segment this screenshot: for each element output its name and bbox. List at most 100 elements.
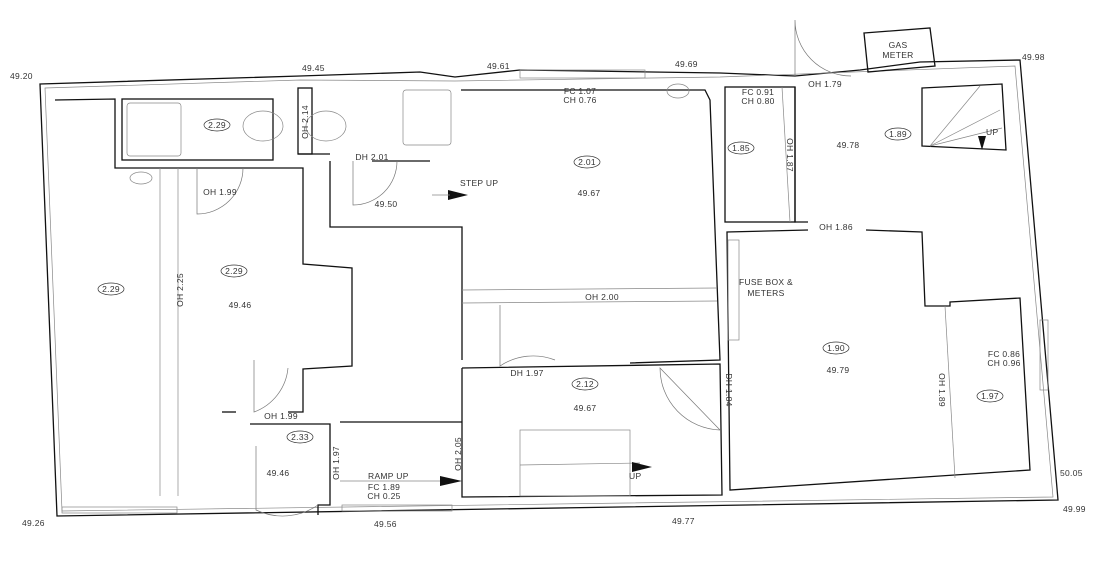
ceiling-height-tag: 2.01 <box>573 155 601 169</box>
window-note: FC 0.86 <box>988 349 1020 359</box>
overhead-beam <box>461 300 718 304</box>
door-swing <box>499 305 556 367</box>
ceiling-height-tag: 2.33 <box>286 430 314 444</box>
ceiling-height-tag: 2.29 <box>203 118 231 132</box>
elevation: 49.26 <box>22 518 45 528</box>
opening-height: OH 2.05 <box>453 437 463 471</box>
opening-height: OH 2.14 <box>300 105 310 139</box>
door-swing <box>255 446 319 517</box>
room-2-33 <box>250 423 331 515</box>
floor-level: 49.78 <box>837 140 860 150</box>
ramp-arrow-icon <box>440 476 462 486</box>
opening-height: OH 1.99 <box>203 187 237 197</box>
window-note: CH 0.25 <box>367 491 400 501</box>
window <box>1039 319 1049 391</box>
svg-text:1.85: 1.85 <box>732 143 750 153</box>
window <box>341 504 453 512</box>
ceiling-height-tag: 1.85 <box>727 141 755 155</box>
door-swing <box>196 167 244 215</box>
window-note: FC 1.89 <box>368 482 400 492</box>
window-note: CH 0.80 <box>741 96 774 106</box>
overhead-beam <box>461 287 718 291</box>
stair-tread <box>929 85 981 147</box>
floor-level: 49.50 <box>375 199 398 209</box>
ceiling-height-tag: 1.97 <box>976 389 1004 403</box>
floor-level: 49.46 <box>229 300 252 310</box>
svg-text:1.89: 1.89 <box>889 129 907 139</box>
toilet <box>305 110 347 142</box>
stair-tread <box>929 109 1001 147</box>
elevation: 49.45 <box>302 63 325 73</box>
elevation: 49.99 <box>1063 504 1086 514</box>
floor-level: 49.46 <box>267 468 290 478</box>
opening-height: OH 1.89 <box>937 373 947 407</box>
up-arrow-icon <box>632 462 652 472</box>
window-note: CH 0.96 <box>987 358 1020 368</box>
shower-tray <box>402 89 452 146</box>
up-arrow-icon <box>978 136 986 150</box>
elevation: 49.56 <box>374 519 397 529</box>
room-1-90 <box>726 229 1031 491</box>
fuse-box <box>727 239 740 341</box>
opening-height: DH 1.97 <box>510 368 543 378</box>
window-note: FC 0.91 <box>742 87 774 97</box>
room-fc-0-91 <box>724 86 796 223</box>
ceiling-height-tag: 2.29 <box>97 282 125 296</box>
drain-icon <box>129 171 153 185</box>
svg-text:2.29: 2.29 <box>102 284 120 294</box>
door-swing <box>352 160 398 206</box>
wall-left-room <box>54 98 353 413</box>
floor-level: 49.67 <box>578 188 601 198</box>
window <box>61 506 178 514</box>
opening-height: OH 1.79 <box>808 79 842 89</box>
svg-text:2.29: 2.29 <box>225 266 243 276</box>
svg-text:2.01: 2.01 <box>578 157 596 167</box>
gas-meter-label: GAS <box>889 40 908 50</box>
bathroom-1 <box>121 98 274 161</box>
floor-level: 49.79 <box>827 365 850 375</box>
opening-height: DH 1.84 <box>724 373 734 406</box>
elevation: 49.61 <box>487 61 510 71</box>
door-swing <box>253 360 289 413</box>
svg-text:2.12: 2.12 <box>576 379 594 389</box>
opening-height: OH 1.99 <box>264 411 298 421</box>
ceiling-height-tag: 1.89 <box>884 127 912 141</box>
ramp-up-label: RAMP UP <box>368 471 409 481</box>
step-arrow-icon <box>448 190 468 200</box>
floor-level: 49.67 <box>574 403 597 413</box>
gas-meter-label: METER <box>882 50 913 60</box>
drain-icon <box>666 83 690 99</box>
svg-text:1.97: 1.97 <box>981 391 999 401</box>
window-note: FC 1.07 <box>564 86 596 96</box>
fuse-box-label: METERS <box>747 288 784 298</box>
shower-tray <box>126 102 182 157</box>
fuse-box-label: FUSE BOX & <box>739 277 793 287</box>
overhead-beam <box>781 86 791 223</box>
ceiling-height-tag: 2.12 <box>571 377 599 391</box>
opening-height: OH 1.86 <box>819 222 853 232</box>
opening-height: OH 1.97 <box>331 446 341 480</box>
wall-hall <box>329 161 463 360</box>
elevation: 49.69 <box>675 59 698 69</box>
opening-height: OH 2.00 <box>585 292 619 302</box>
elevation: 50.05 <box>1060 468 1083 478</box>
window <box>519 69 646 79</box>
wall-main-room <box>461 89 721 364</box>
stair-tread <box>929 127 1003 147</box>
toilet <box>242 110 284 142</box>
elevation: 49.98 <box>1022 52 1045 62</box>
door-swing <box>794 19 852 77</box>
stair-up-label: UP <box>986 127 998 137</box>
ceiling-height-tag: 1.90 <box>822 341 850 355</box>
step-up-label: STEP UP <box>460 178 498 188</box>
svg-text:2.29: 2.29 <box>208 120 226 130</box>
room-2-12 <box>461 363 723 498</box>
window-note: CH 0.76 <box>563 95 596 105</box>
elevation: 49.77 <box>672 516 695 526</box>
opening-height: OH 2.25 <box>175 273 185 307</box>
overhead-beam <box>944 305 956 479</box>
stair-tread <box>519 462 641 466</box>
door-swing <box>659 367 721 431</box>
opening-height: OH 1.87 <box>785 138 795 172</box>
